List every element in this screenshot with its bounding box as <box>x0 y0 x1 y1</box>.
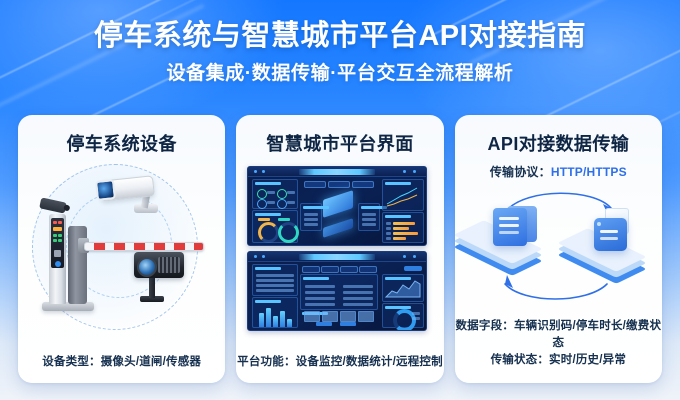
card-row: 停车系统设备 <box>18 115 662 383</box>
panel-device-status <box>252 179 299 209</box>
page-subtitle: 设备集成·数据传输·平台交互全流程解析 <box>166 63 514 84</box>
panel-form-fields <box>300 274 379 310</box>
isometric-cube-bottom <box>323 218 354 238</box>
barrier-boom-arm <box>84 242 204 251</box>
panel-data-table <box>252 264 299 296</box>
card-title-smart-city-platform: 智慧城市平台界面 <box>266 134 414 154</box>
isometric-cube-top <box>323 190 354 218</box>
line-chart-icon <box>387 187 418 207</box>
boom-hinge <box>78 238 89 253</box>
panel-area-chart <box>382 274 425 302</box>
area-chart-icon <box>385 280 421 298</box>
panel-donut-chart <box>382 303 425 330</box>
dashboard-screenshot-control <box>247 251 428 331</box>
left-server-document-stack <box>492 208 527 246</box>
panel-form-buttons <box>300 310 376 326</box>
card-api-data-transfer[interactable]: API对接数据传输 传输协议：HTTP/HTTPS <box>454 115 662 383</box>
card-caption-parking-equipment: 设备类型：摄像头/道闸/传感器 <box>42 356 202 368</box>
card-smart-city-platform[interactable]: 智慧城市平台界面 <box>236 115 444 383</box>
panel-right-list <box>358 203 388 231</box>
data-fields-line: 数据字段：车辆识别码/停车时长/缴费状态 <box>455 320 662 349</box>
gate-base <box>42 302 94 311</box>
parking-equipment-illustration <box>18 156 225 353</box>
api-transfer-illustration <box>454 180 662 318</box>
dashboard-screenshot-monitoring <box>247 166 428 246</box>
transfer-state-line: 传输状态：实时/历史/异常 <box>490 354 627 366</box>
protocol-value: HTTP/HTTPS <box>550 165 627 179</box>
dashboard-title-bar-text-2 <box>299 253 376 260</box>
card-title-api-data-transfer: API对接数据传输 <box>487 134 630 154</box>
page-title: 停车系统与智慧城市平台API对接指南 <box>93 20 587 52</box>
panel-donut-gauges <box>252 210 300 243</box>
card-caption-smart-city-platform: 平台功能：设备监控/数据统计/远程控制 <box>237 356 443 368</box>
panel-line-chart <box>382 179 425 211</box>
panel-bar-chart <box>252 297 299 328</box>
box-camera-illuminator-grid <box>158 257 180 273</box>
panel-left-list <box>300 203 330 231</box>
protocol-line: 传输协议：HTTP/HTTPS <box>455 156 662 180</box>
right-server-status-dot <box>596 222 601 226</box>
card-caption-api-data-transfer: 数据字段：车辆识别码/停车时长/缴费状态 传输状态：实时/历史/异常 <box>455 318 662 383</box>
dashboard-title-bar-text <box>299 168 376 175</box>
bullet-camera-mount <box>134 204 158 213</box>
card-parking-equipment[interactable]: 停车系统设备 <box>18 115 226 383</box>
dashboard-titlebar-2 <box>248 252 427 262</box>
box-camera-base-plate <box>140 296 164 302</box>
panel-bar-ranking <box>382 212 425 243</box>
poster-header: 停车系统与智慧城市平台API对接指南 设备集成·数据传输·平台交互全流程解析 <box>0 0 680 86</box>
dashboard-titlebar <box>248 167 427 177</box>
gate-led-panel <box>51 218 64 268</box>
bullet-camera-lens <box>95 179 116 201</box>
protocol-label: 传输协议： <box>489 165 551 179</box>
box-camera-lens <box>137 257 157 277</box>
box-camera-stand <box>149 278 155 298</box>
platform-dashboard-illustration <box>236 156 443 353</box>
card-title-parking-equipment: 停车系统设备 <box>66 134 177 154</box>
